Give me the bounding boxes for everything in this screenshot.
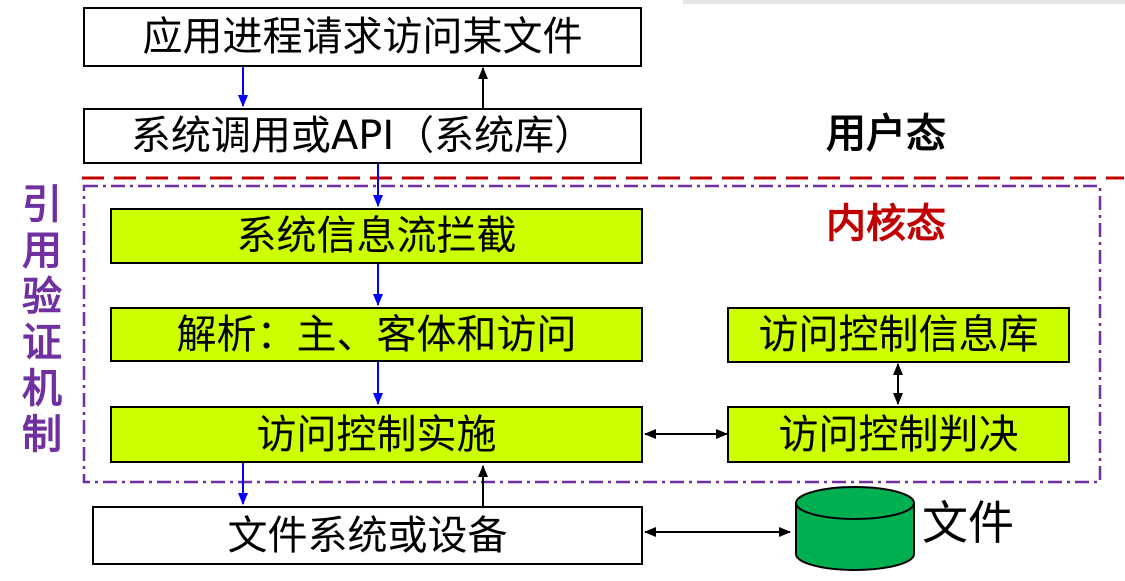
app-process-box: 应用进程请求访问某文件 [83, 7, 642, 67]
access-decision-box: 访问控制判决 [727, 406, 1070, 463]
intercept-box: 系统信息流拦截 [110, 208, 643, 264]
enforce-box: 访问控制实施 [110, 406, 643, 463]
syscall-api-box: 系统调用或API（系统库） [83, 108, 642, 164]
user-mode-label: 用户态 [826, 111, 946, 157]
reference-monitor-char: 制 [22, 412, 62, 458]
reference-monitor-char: 验 [22, 274, 62, 320]
reference-monitor-char: 引 [22, 182, 62, 228]
kernel-mode-label: 内核态 [826, 201, 946, 247]
file-label: 文件 [922, 496, 1014, 550]
filesystem-box: 文件系统或设备 [92, 506, 643, 565]
reference-monitor-label: 引 用 验 证 机 制 [18, 182, 66, 458]
reference-monitor-char: 用 [22, 228, 62, 274]
top-edge-strip [683, 0, 1125, 4]
reference-monitor-char: 机 [22, 366, 62, 412]
file-cylinder-icon [795, 486, 915, 571]
access-info-base-box: 访问控制信息库 [727, 307, 1070, 363]
reference-monitor-char: 证 [22, 320, 62, 366]
parse-box: 解析：主、客体和访问 [110, 307, 643, 362]
reference-monitor-frame [82, 184, 1102, 484]
